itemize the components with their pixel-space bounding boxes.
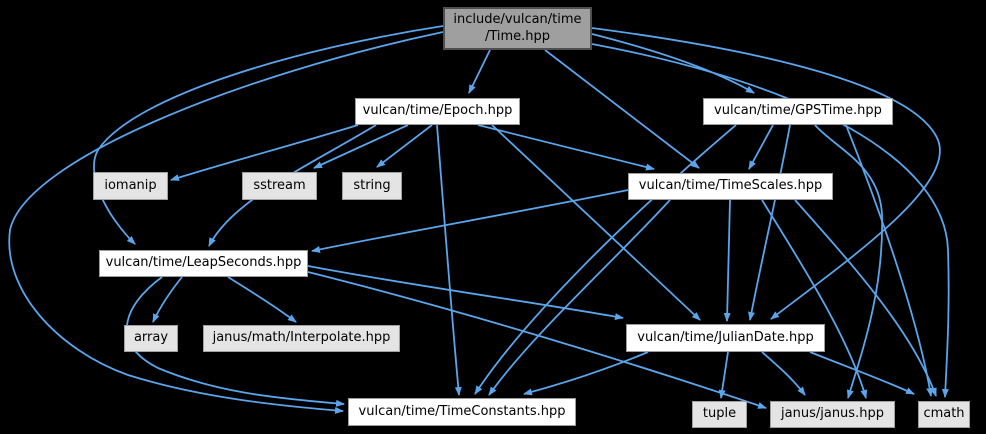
edge-juliandate-cmath (809, 351, 915, 395)
node-interpolate-hpp: janus/math/Interpolate.hpp (203, 325, 400, 352)
node-tuple: tuple (692, 401, 747, 428)
edges (8, 25, 950, 414)
edge-juliandate-timeconstants (523, 351, 649, 396)
node-timeconstants-hpp[interactable]: vulcan/time/TimeConstants.hpp (348, 398, 576, 426)
edge-epoch-juliandate (491, 124, 701, 321)
edge-timescales-juliandate (723, 199, 731, 322)
edge-gpstime-janus (814, 124, 883, 399)
edge-timescales-janus (761, 199, 868, 399)
edge-gpstime-cmath (845, 124, 934, 397)
edge-gpstime-timescales (748, 124, 774, 170)
node-time-hpp: include/vulcan/time /Time.hpp (443, 7, 592, 50)
node-iomanip: iomanip (93, 172, 168, 200)
edge-time-epoch (468, 49, 491, 94)
edge-leapseconds-array (152, 276, 183, 323)
edge-timescales-leapseconds (311, 189, 629, 253)
edge-gpstime-juliandate (748, 124, 791, 321)
edge-epoch-iomanip (170, 124, 359, 181)
node-cmath: cmath (918, 401, 970, 428)
node-leapseconds-hpp[interactable]: vulcan/time/LeapSeconds.hpp (99, 250, 308, 277)
node-juliandate-hpp[interactable]: vulcan/time/JulianDate.hpp (626, 324, 825, 352)
edge-juliandate-tuple (718, 351, 729, 399)
edge-time-gpstime (591, 33, 755, 94)
node-sstream: sstream (242, 172, 317, 200)
edge-time-leapseconds (93, 25, 444, 245)
edge-time-timeconstants (8, 31, 444, 414)
edge-timescales-cmath (794, 199, 937, 397)
node-epoch-hpp[interactable]: vulcan/time/Epoch.hpp (355, 98, 520, 125)
edge-leapseconds-janus (307, 271, 767, 409)
edge-time-cmath (591, 43, 950, 398)
node-gpstime-hpp[interactable]: vulcan/time/GPSTime.hpp (703, 98, 893, 125)
edge-epoch-timescales (477, 124, 655, 171)
edge-time-timescales (544, 49, 700, 169)
edge-epoch-sstream (313, 124, 409, 169)
edge-leapseconds-timeconstants (126, 276, 345, 407)
node-array: array (124, 325, 178, 352)
node-timescales-hpp[interactable]: vulcan/time/TimeScales.hpp (628, 173, 833, 200)
edge-leapseconds-juliandate (307, 265, 624, 321)
edge-juliandate-janus (761, 351, 806, 396)
edge-gpstime-timeconstants (474, 124, 737, 395)
edge-epoch-string (376, 124, 433, 168)
edge-timescales-timeconstants (488, 199, 671, 396)
edge-time-juliandate (591, 27, 941, 320)
edge-epoch-timeconstants (436, 124, 462, 396)
node-janus-hpp: janus/janus.hpp (770, 401, 895, 428)
edge-leapseconds-interpolate (227, 276, 297, 323)
node-string: string (342, 172, 402, 200)
